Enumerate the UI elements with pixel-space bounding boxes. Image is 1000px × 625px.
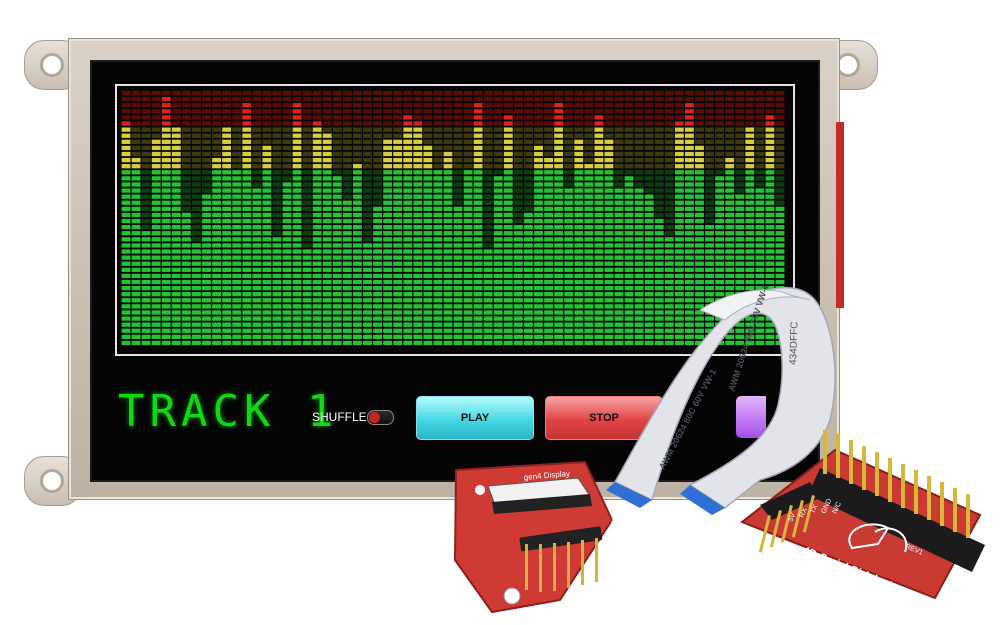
spectrum-bar — [272, 90, 282, 346]
pin-label-2: RX — [798, 507, 809, 519]
pin-label-1: 5V — [787, 512, 797, 523]
spectrum-bar — [322, 90, 332, 346]
spectrum-bar — [664, 90, 674, 346]
spectrum-bar — [171, 90, 181, 346]
spectrum-bar — [242, 90, 252, 346]
spectrum-bar — [393, 90, 403, 346]
spectrum-bar — [232, 90, 242, 346]
spectrum-bar — [161, 90, 171, 346]
pin-header-short — [758, 482, 820, 553]
spectrum-bar — [654, 90, 664, 346]
pin-label-5: N/C — [831, 501, 842, 515]
spectrum-bar — [282, 90, 292, 346]
spectrum-bar — [503, 90, 513, 346]
pin-label-3: TX — [809, 503, 819, 514]
spectrum-bar — [373, 90, 382, 346]
spectrum-bar — [332, 90, 342, 346]
spectrum-bar — [383, 90, 393, 346]
spectrum-bar — [564, 90, 574, 346]
spectrum-bar — [574, 90, 584, 346]
spectrum-bar — [292, 90, 302, 346]
spectrum-bar — [674, 90, 684, 346]
spectrum-bar — [644, 90, 654, 346]
spectrum-bar — [212, 90, 222, 346]
spectrum-bar — [181, 90, 191, 346]
spectrum-bar — [624, 90, 634, 346]
spectrum-bar — [121, 90, 131, 346]
spectrum-bar — [141, 90, 151, 346]
spectrum-bar — [433, 90, 443, 346]
serial-pi-adaptor-board: 5V RX TX GND N/C REV1 4D-Serial-Pi Adapt… — [739, 430, 985, 600]
spectrum-analyzer — [121, 90, 785, 346]
pcb-edge — [836, 122, 844, 308]
shuffle-toggle[interactable] — [367, 410, 394, 425]
spectrum-bar — [352, 90, 362, 346]
spectrum-bar — [192, 90, 201, 346]
spectrum-bar — [513, 90, 523, 346]
mounting-hole — [836, 53, 860, 77]
spectrum-bar — [554, 90, 564, 346]
spectrum-bar — [473, 90, 483, 346]
spectrum-bar — [302, 90, 312, 346]
spectrum-bar — [222, 90, 232, 346]
partial-purple-button[interactable] — [736, 396, 766, 438]
spectrum-bar — [252, 90, 262, 346]
ribbon-code: 434DFFC — [788, 321, 801, 365]
track-title: TRACK 1 — [118, 386, 339, 437]
spectrum-bar — [684, 90, 694, 346]
spectrum-bar — [735, 90, 745, 346]
board-a-title: gen4 Display — [523, 469, 570, 482]
spectrum-bar — [262, 90, 272, 346]
spectrum-bar — [614, 90, 624, 346]
mounting-hole — [40, 53, 64, 77]
4d-logo-icon — [848, 523, 908, 553]
shuffle-label: SHUFFLE — [312, 410, 367, 424]
spectrum-bar — [453, 90, 463, 346]
spectrum-bar — [745, 90, 755, 346]
spectrum-bar — [524, 90, 533, 346]
spectrum-bar — [544, 90, 554, 346]
spectrum-bar — [131, 90, 141, 346]
spectrum-bar — [584, 90, 594, 346]
spectrum-bar — [594, 90, 604, 346]
pin-header-long — [808, 430, 985, 572]
toggle-knob — [369, 412, 380, 423]
spectrum-bar — [493, 90, 503, 346]
spectrum-bar — [202, 90, 211, 346]
spectrum-bar — [312, 90, 322, 346]
spectrum-bar — [403, 90, 413, 346]
spectrum-bar — [413, 90, 423, 346]
play-button[interactable]: PLAY — [416, 396, 534, 440]
spectrum-bar — [755, 90, 765, 346]
pin-header — [519, 526, 603, 592]
spectrum-bar — [363, 90, 372, 346]
spectrum-bar — [463, 90, 473, 346]
spectrum-bar — [423, 90, 433, 346]
spectrum-bar — [483, 90, 493, 346]
gen4-interface-board: gen4 Display gen4 to effect — [453, 460, 624, 614]
stop-button[interactable]: STOP — [545, 396, 663, 440]
mounting-hole — [40, 469, 64, 493]
spectrum-bar — [634, 90, 644, 346]
spectrum-bar — [342, 90, 352, 346]
spectrum-bar — [715, 90, 725, 346]
spectrum-bar — [151, 90, 161, 346]
spectrum-bar — [534, 90, 543, 346]
spectrum-bar — [695, 90, 704, 346]
spectrum-bar — [443, 90, 453, 346]
spectrum-bar — [604, 90, 614, 346]
